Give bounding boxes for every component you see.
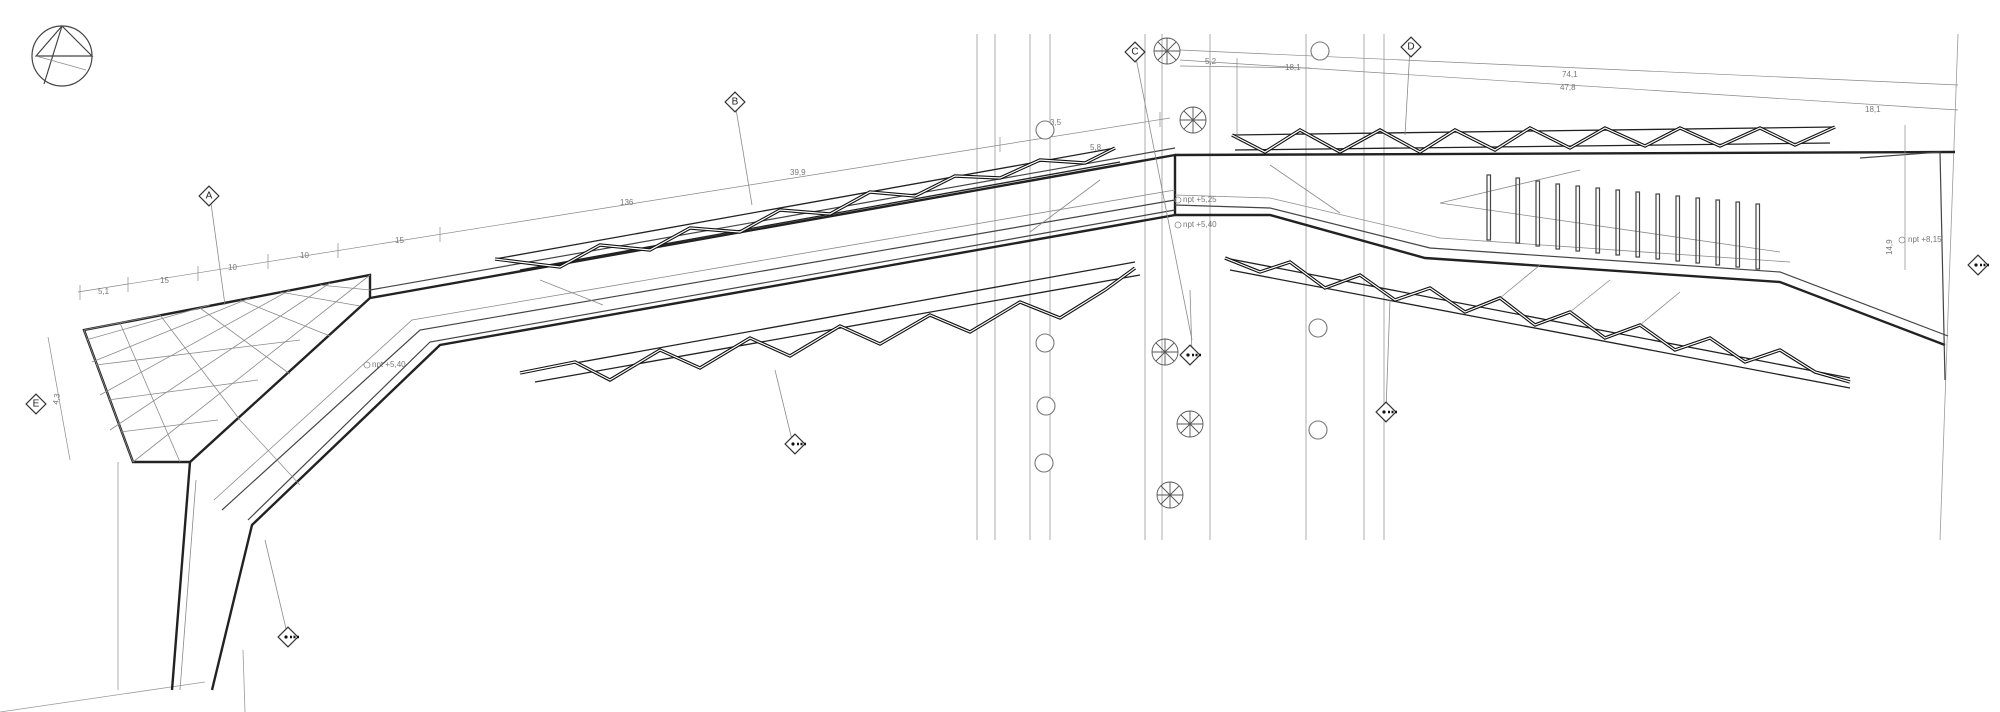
dim-47-8: 47,8 [1560, 83, 1576, 92]
level-annotations: npt +5,40 npt +5,25 npt +5,40 npt +8,15 [363, 195, 1942, 369]
level-npt-540-east: npt +5,40 [1183, 220, 1217, 229]
tag-b: B [724, 91, 746, 113]
dim-14-9: 14,9 [1885, 239, 1894, 255]
dim-5-1: 5,1 [98, 287, 110, 296]
column-markers [1034, 41, 1330, 473]
tag-c-label: C [1131, 47, 1138, 58]
dim-5-8: 5,8 [1090, 143, 1102, 152]
tag-c: C [1124, 41, 1146, 63]
dimension-lines-west [47, 112, 1171, 486]
tag-a-label: A [206, 191, 213, 202]
tag-d-label: D [1407, 42, 1414, 53]
tag-a: A [198, 185, 220, 207]
tag-d: D [1400, 36, 1422, 58]
bench-bars [1486, 174, 1761, 270]
truss-upper-west [494, 146, 1121, 271]
dim-74-1: 74,1 [1562, 70, 1578, 79]
tag-e-label: E [33, 399, 40, 410]
dim-5-2: 5,2 [1205, 57, 1217, 66]
tag-e: E [25, 393, 47, 415]
dim-39-9: 39,9 [790, 168, 806, 177]
dim-10-b: 10 [300, 251, 309, 260]
section-markers [277, 254, 1990, 648]
truss-lower-east [1224, 256, 1851, 389]
level-npt-525: npt +5,25 [1183, 195, 1217, 204]
truss-upper-east [1231, 125, 1836, 154]
north-arrow-icon [31, 25, 94, 87]
level-npt-815: npt +8,15 [1908, 235, 1942, 244]
dim-10-a: 10 [228, 263, 237, 272]
dim-18-1-b: 18,1 [1865, 105, 1881, 114]
bridge-deck-east [1174, 150, 1956, 381]
dimension-labels: 5,1 15 10 10 15 136 39,9 5,8 3,5 5,2 18,… [51, 57, 1894, 405]
dim-15-a: 15 [160, 276, 169, 285]
tree-icons [1151, 37, 1207, 509]
dim-4-3: 4,3 [51, 392, 62, 405]
dim-3-5: 3,5 [1050, 118, 1062, 127]
dimension-lines-east [1179, 49, 1959, 270]
bridge-deck-west [82, 147, 1177, 691]
leader-lines [209, 47, 1411, 638]
dim-18-1-a: 18,1 [1285, 63, 1301, 72]
dim-136: 136 [620, 198, 634, 207]
truss-lower-west [519, 261, 1141, 383]
level-npt-540-west: npt +5,40 [372, 360, 406, 369]
dim-15-b: 15 [395, 236, 404, 245]
tag-b-label: B [732, 97, 739, 108]
